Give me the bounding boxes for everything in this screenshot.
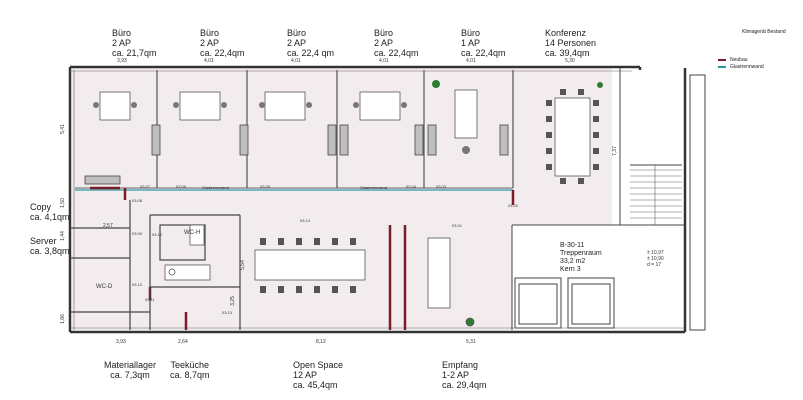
dim-bottom-1: 3,93 (116, 339, 126, 345)
dim-top-1: 3,93 (117, 58, 127, 64)
room-label-office-2: Büro 2 AP ca. 22,4qm (200, 28, 245, 58)
open-space-table (254, 249, 366, 281)
room-label-stair: B-30-11 Treppenraum 33,2 m2 Kern 3 (560, 242, 602, 273)
room-label-open-space: Open Space 12 AP ca. 45,4qm (293, 360, 344, 390)
room-tag-0314: 03.14 (300, 218, 311, 223)
room-tag-0310: 03.10 (132, 282, 143, 287)
level-mark-2: ± 10,90 (647, 256, 664, 262)
legend-swatch-neubau (718, 58, 726, 61)
level-mark-1: ± 10,97 (647, 250, 664, 256)
cabinets (84, 124, 509, 185)
room-label-office-4: Büro 2 AP ca. 22,4qm (374, 28, 419, 58)
room-tag-0301: 03.01 (452, 223, 463, 228)
plants (432, 80, 603, 325)
level-mark-3: d = 17 (647, 262, 662, 268)
dim-top-4: 4,01 (379, 58, 389, 64)
desk-clusters (99, 89, 478, 139)
conference-table (554, 97, 591, 177)
dim-open-space-depth: 5,54 (239, 260, 246, 270)
dim-copy-width: 2,57 (103, 223, 113, 229)
room-tag-0308: 03.08 (132, 198, 143, 203)
stair-steps (630, 165, 682, 225)
dim-bottom-3: 8,12 (316, 339, 326, 345)
legend-item-glass: Glastrennwand (718, 64, 764, 70)
dim-left-2: 1,50 (59, 198, 66, 208)
room-tag-0303: 03.03 (436, 184, 447, 189)
outer-walls (68, 65, 687, 334)
room-label-copy: Copy ca. 4,1qm (30, 202, 70, 222)
legend-label-glass: Glastrennwand (730, 64, 764, 70)
glass-wall-label-1: Glastrennwand (202, 185, 229, 190)
dim-conference-depth: 7,37 (611, 146, 618, 156)
dim-kitchen-depth: 3,25 (229, 296, 236, 306)
room-label-office-5: Büro 1 AP ca. 22,4qm (461, 28, 506, 58)
glass-wall-label-2: Glastrennwand (360, 185, 387, 190)
room-label-reception: Empfang 1-2 AP ca. 29,4qm (442, 360, 487, 390)
room-label-server: Server ca. 3,8qm (30, 236, 70, 256)
dim-top-6: 5,30 (565, 58, 575, 64)
dim-top-3: 4,01 (291, 58, 301, 64)
office-chairs (93, 102, 470, 154)
room-tag-0304: 03.04 (406, 184, 417, 189)
legend-swatch-glass (718, 65, 726, 68)
legend-title: Klimagerät Bestand (742, 29, 786, 35)
room-tag-0302: 03.02 (508, 203, 519, 208)
room-tag-0305: 03.05 (260, 184, 271, 189)
stair-core-shell (620, 68, 685, 228)
service-room-walls (70, 200, 241, 330)
room-tag-0312: 03.12 (152, 232, 163, 237)
dim-left-4: 1,86 (59, 314, 66, 324)
room-label-office-3: Büro 2 AP ca. 22,4 qm (287, 28, 335, 58)
room-label-office-1: Büro 2 AP ca. 21,7qm (112, 28, 157, 58)
wc-label-women: WC-D (96, 284, 113, 290)
room-tag-0309: 03.09 (132, 231, 143, 236)
room-tag-0306: 03.06 (176, 184, 187, 189)
legend-item-neubau: Neubau (718, 57, 748, 63)
kitchen-fixtures (164, 224, 211, 281)
room-tag-0307: 03.07 (140, 184, 151, 189)
room-label-storage: Materiallager ca. 7,3qm (104, 360, 157, 380)
dim-left-3: 1,44 (59, 231, 66, 241)
conference-chairs (546, 89, 599, 184)
wc-label-men: WC-H (184, 230, 201, 236)
dim-top-5: 4,01 (466, 58, 476, 64)
room-label-kitchen: Teeküche ca. 8,7qm (170, 360, 210, 380)
room-tag-0311: 03.11 (145, 297, 155, 302)
dim-bottom-4: 5,31 (466, 339, 476, 345)
room-tag-0313: 03.13 (222, 310, 233, 315)
room-label-conference: Konferenz 14 Personen ca. 39,4qm (545, 28, 597, 58)
dim-top-2: 4,01 (204, 58, 214, 64)
legend-label-neubau: Neubau (730, 57, 748, 63)
dim-bottom-2: 2,64 (178, 339, 188, 345)
dim-left-1: 5,41 (59, 124, 66, 134)
open-space-chairs (260, 238, 356, 293)
stair-core (511, 68, 685, 330)
right-shaft (689, 74, 706, 331)
